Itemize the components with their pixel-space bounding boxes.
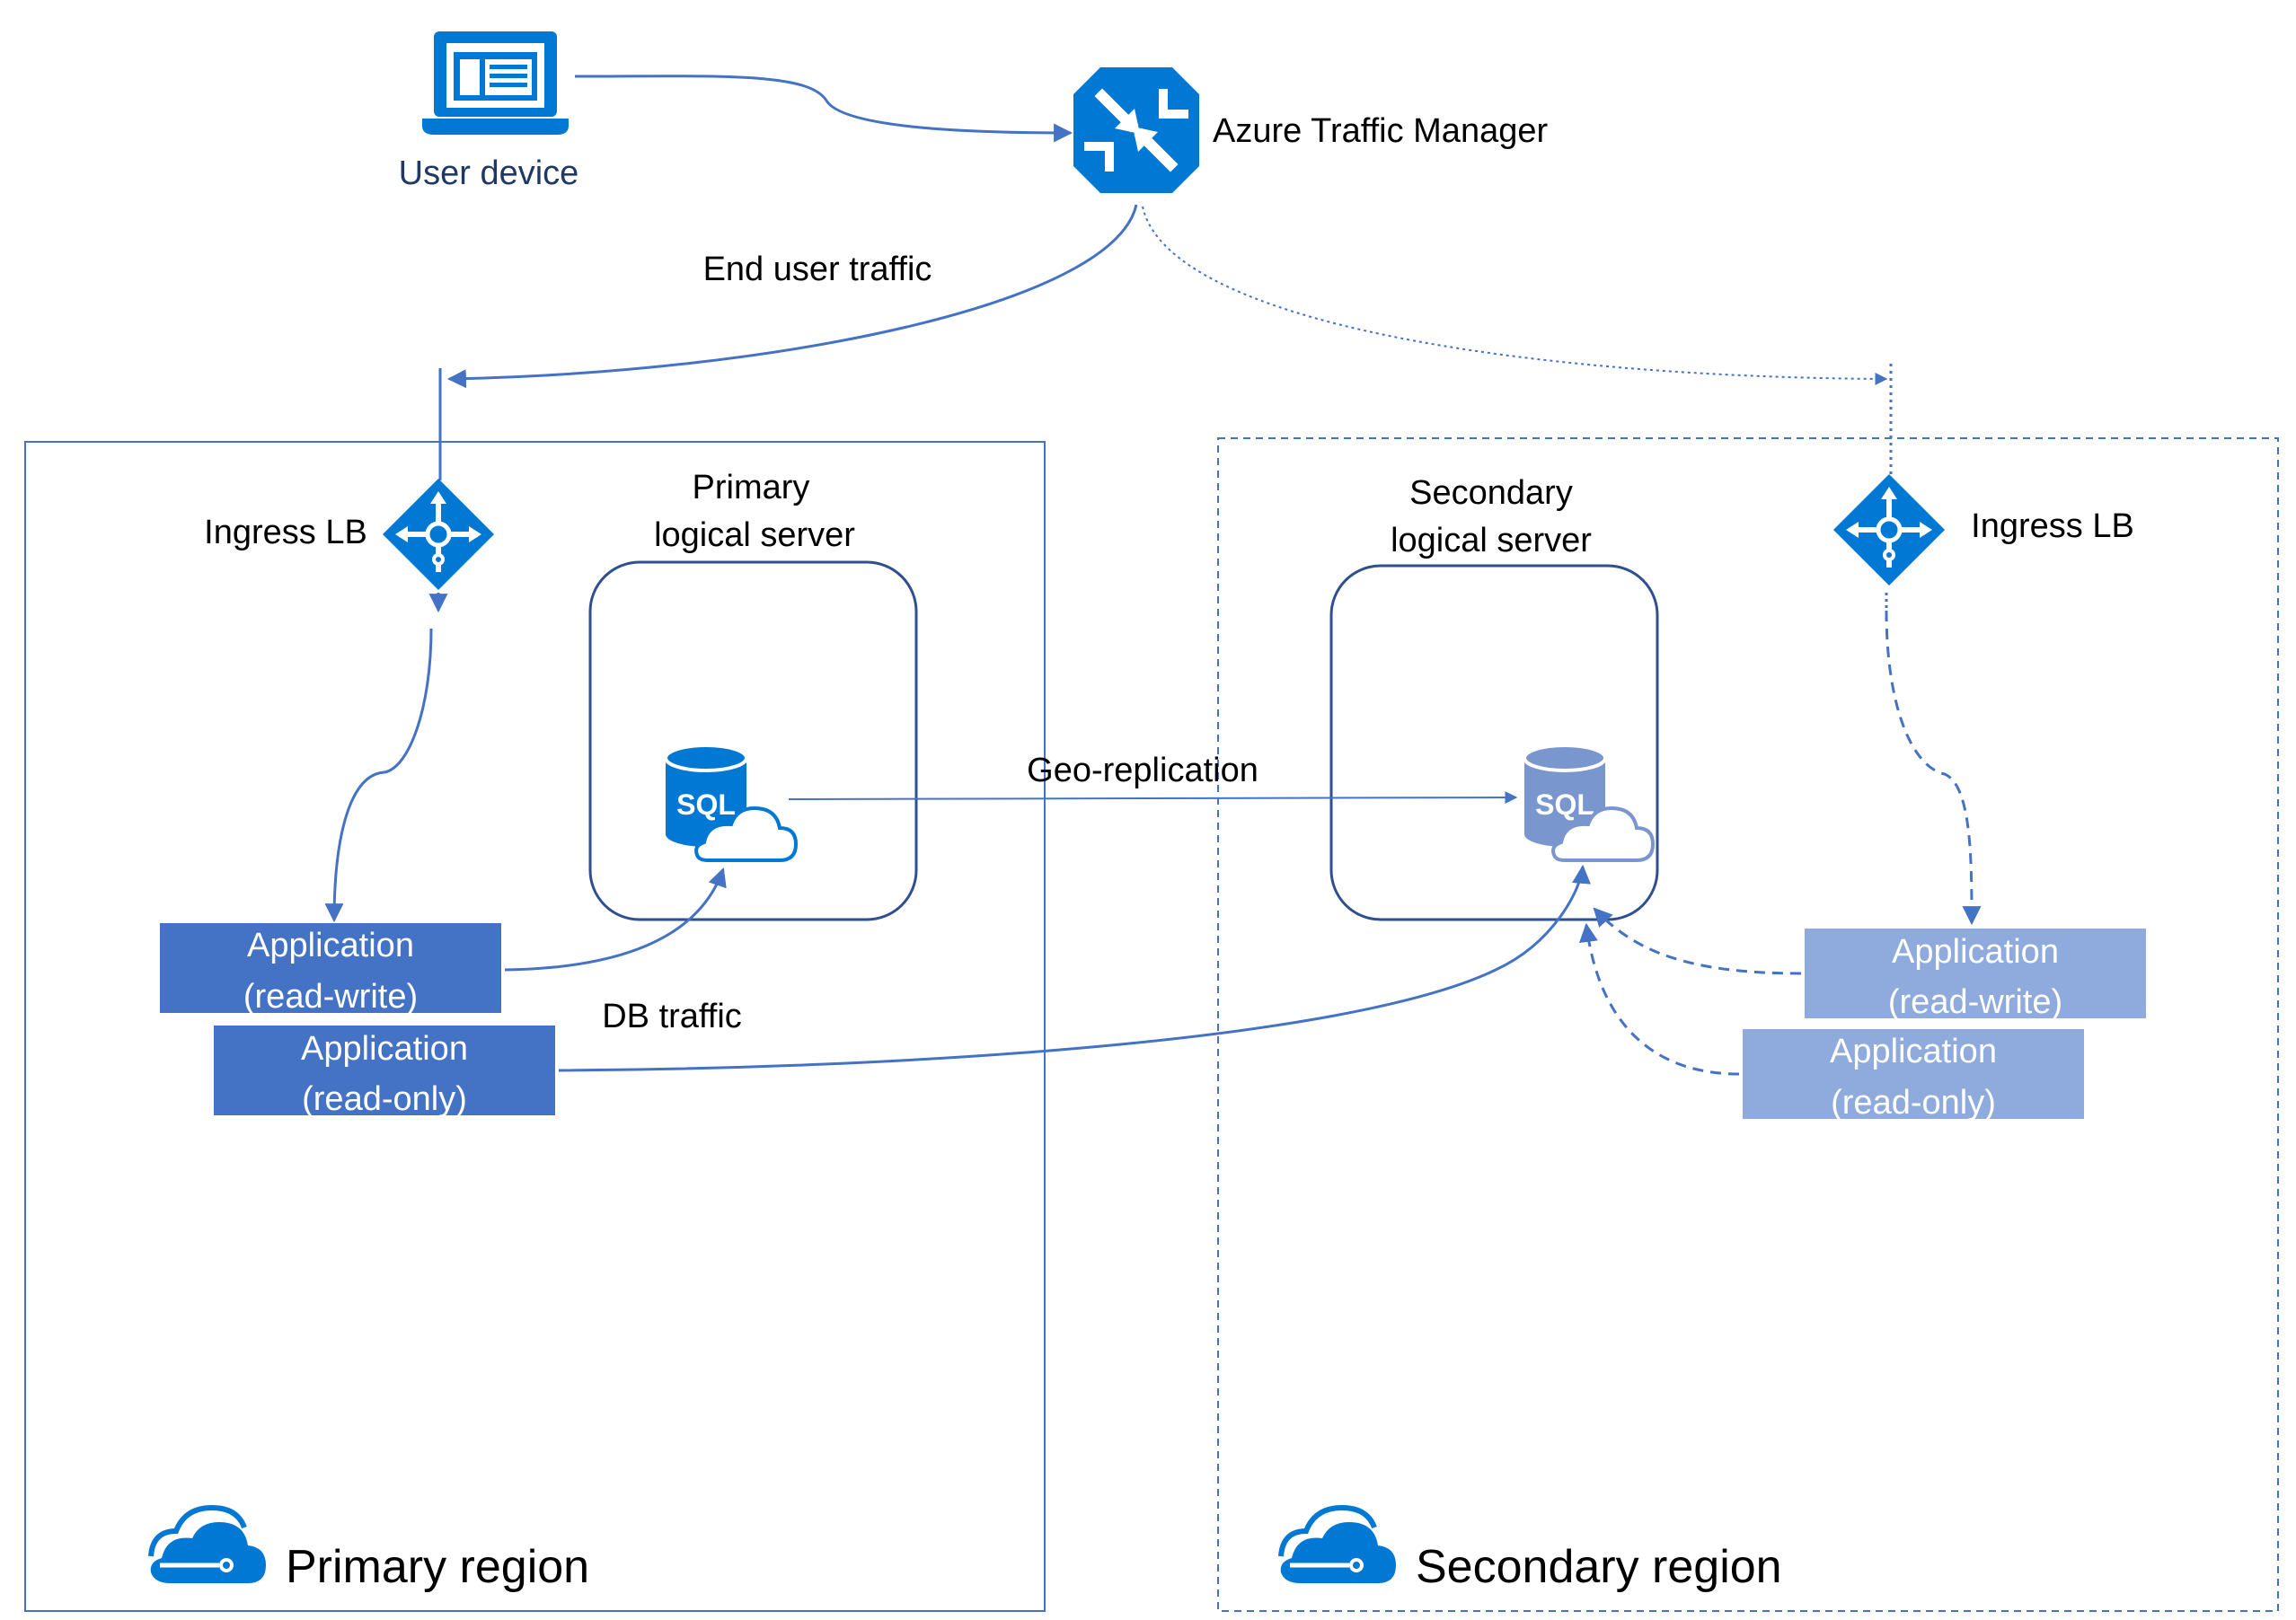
secondary-server-label-2: logical server [1391,522,1592,559]
load-balancer-icon [1833,474,1945,585]
secondary-app-read-write [1805,929,2146,1018]
primary-app-read-write [160,923,501,1013]
primary-region-box [24,441,1046,1612]
region-cloud-icon [148,1504,266,1583]
primary-server-box [588,560,918,921]
secondary-server-label-1: Secondary [1409,474,1573,512]
end-user-traffic-label: End user traffic [703,251,932,288]
secondary-app-ro-line1: Application [1830,1033,1997,1070]
primary-app-ro-line1: Application [301,1030,468,1068]
secondary-app-rw-line2: (read-write) [1888,983,2062,1021]
secondary-app-rw-db-edge [1593,907,1802,975]
sql-label: SQL [1535,788,1594,821]
primary-app-rw-line2: (read-write) [243,978,418,1016]
traffic-manager-icon [1073,67,1199,193]
primary-app-rw-line1: Application [247,927,414,964]
region-cloud-icon [1278,1504,1396,1583]
load-balancer-icon [383,479,494,590]
primary-lb-to-app-edge [324,628,433,923]
sql-label: SQL [676,788,736,821]
secondary-region-box [1217,437,2279,1612]
primary-ingress-lb-label: Ingress LB [204,514,367,551]
secondary-app-read-only [1743,1029,2084,1119]
secondary-lb-to-app-edge [1885,610,1982,926]
end-user-traffic-edge [446,204,1138,389]
primary-db-traffic-edge [504,867,727,972]
cloud-icon [694,806,799,862]
user-to-traffic-manager-edge [574,75,1073,143]
secondary-app-ro-db-edge [1578,922,1740,1076]
laptop-icon [422,31,569,135]
cloud-icon [1551,806,1656,862]
traffic-manager-label: Azure Traffic Manager [1213,112,1548,150]
primary-server-label-1: Primary [693,469,810,506]
primary-app-read-only [214,1026,555,1115]
secondary-ingress-lb-label: Ingress LB [1971,507,2134,545]
user-device-label: User device [399,154,579,192]
geo-replication-edge [788,791,1518,805]
primary-region-label: Primary region [286,1541,589,1593]
primary-server-label-2: logical server [654,516,855,554]
secondary-app-rw-line1: Application [1892,933,2059,971]
db-traffic-edge [558,864,1591,1072]
failover-traffic-edge [1142,206,1888,385]
secondary-app-ro-line2: (read-only) [1831,1084,1996,1122]
secondary-server-box [1329,564,1659,921]
geo-replication-label: Geo-replication [1027,752,1258,789]
secondary-region-label: Secondary region [1416,1541,1782,1593]
primary-app-ro-line2: (read-only) [302,1080,467,1118]
db-traffic-label: DB traffic [602,998,742,1035]
